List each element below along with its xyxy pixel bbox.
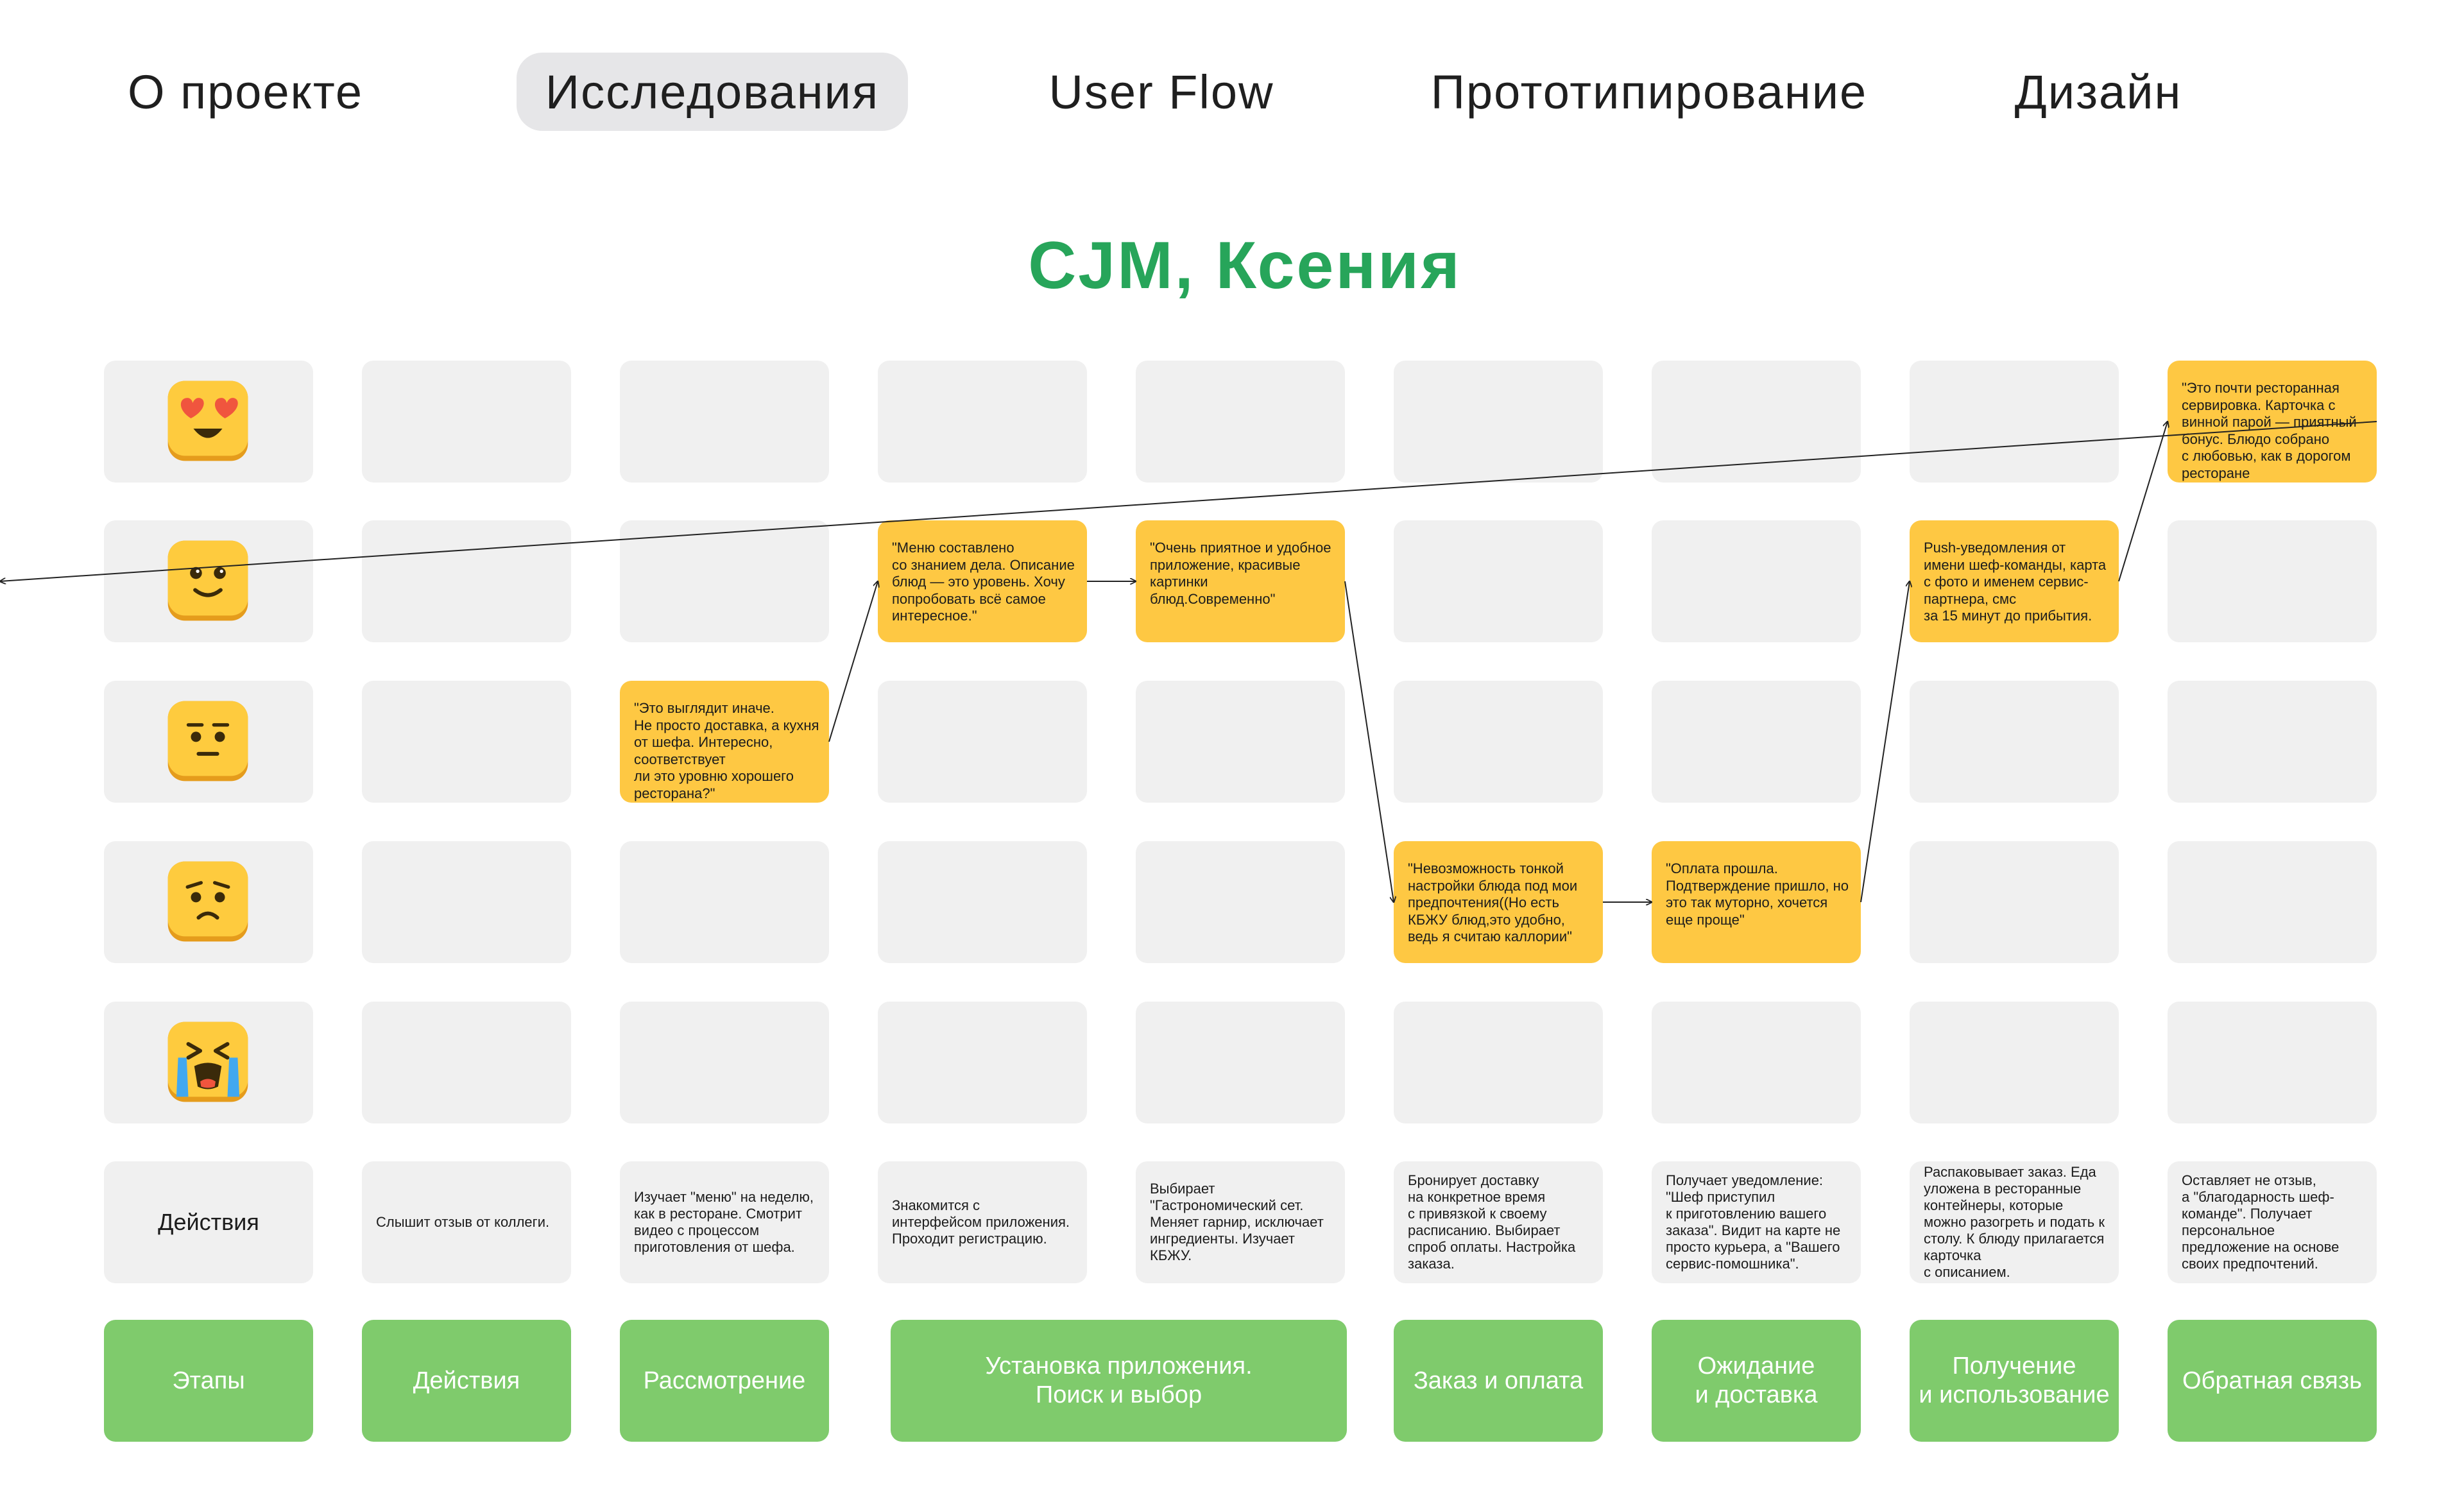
empty-cell [1910,361,2119,483]
mood-cell [104,1002,313,1123]
empty-cell [1910,841,2119,963]
action-card: Знакомится с интерфейсом приложения. Про… [878,1161,1087,1283]
stage-block: Этапы [104,1320,313,1442]
stage-block: Установка приложения. Поиск и выбор [891,1320,1347,1442]
empty-cell [878,841,1087,963]
empty-cell [2168,520,2377,642]
empty-cell [1652,1002,1861,1123]
stage-block: Получение и использование [1910,1320,2119,1442]
action-card: Слышит отзыв от коллеги. [362,1161,571,1283]
neutral-face-icon [167,701,248,781]
empty-cell [1136,681,1345,803]
crying-face-icon [167,1021,248,1102]
stage-block: Рассмотрение [620,1320,829,1442]
nav-tab-2[interactable]: Исследования [517,53,908,131]
empty-cell [1652,520,1861,642]
empty-cell [2168,841,2377,963]
stage-block: Обратная связь [2168,1320,2377,1442]
empty-cell [1136,1002,1345,1123]
action-card: Бронирует доставку на конкретное время с… [1394,1161,1603,1283]
empty-cell [1652,361,1861,483]
empty-cell [2168,1002,2377,1123]
empty-cell [620,361,829,483]
empty-cell [362,1002,571,1123]
nav-tab-4[interactable]: Прототипирование [1430,65,1868,119]
empty-cell [2168,681,2377,803]
page-title: CJM, Ксения [1028,228,1462,303]
empty-cell [620,1002,829,1123]
path-arrow [1344,581,1394,902]
quote-card: "Меню составлено со знанием дела. Описан… [878,520,1087,642]
action-card: Оставляет не отзыв, а "благодарность шеф… [2168,1161,2377,1283]
path-arrow [1860,581,1910,903]
quote-card: "Оплата прошла. Подтверждение пришло, но… [1652,841,1861,963]
empty-cell [362,841,571,963]
actions-header: Действия [104,1161,313,1283]
empty-cell [362,681,571,803]
action-card: Изучает "меню" на неделю, как в ресторан… [620,1161,829,1283]
path-arrow [828,581,878,742]
quote-card: "Это почти ресторанная сервировка. Карто… [2168,361,2377,483]
empty-cell [1394,681,1603,803]
empty-cell [878,1002,1087,1123]
nav-tab-1[interactable]: О проекте [127,65,364,119]
empty-cell [1394,520,1603,642]
empty-cell [620,841,829,963]
quote-card: "Очень приятное и удобное приложение, кр… [1136,520,1345,642]
empty-cell [1910,1002,2119,1123]
mood-cell [104,841,313,963]
empty-cell [1394,1002,1603,1123]
action-card: Распаковывает заказ. Еда уложена в ресто… [1910,1161,2119,1283]
empty-cell [1394,361,1603,483]
mood-cell [104,361,313,483]
stage-block: Заказ и оплата [1394,1320,1603,1442]
smiling-face-icon [167,540,248,621]
in-love-face-icon [167,380,248,461]
action-card: Получает уведомление: "Шеф приступил к п… [1652,1161,1861,1283]
quote-card: "Это выглядит иначе. Не просто доставка,… [620,681,829,803]
stage-block: Ожидание и доставка [1652,1320,1861,1442]
path-arrow [2118,422,2168,582]
empty-cell [1136,841,1345,963]
nav-tab-5[interactable]: Дизайн [2014,65,2182,119]
empty-cell [362,520,571,642]
quote-card: Push-уведомления от имени шеф-команды, к… [1910,520,2119,642]
empty-cell [878,361,1087,483]
quote-card: "Невозможность тонкой настройки блюда по… [1394,841,1603,963]
empty-cell [1652,681,1861,803]
top-navigation: О проекте Исследования User Flow Прототипир… [0,0,2464,186]
empty-cell [1136,361,1345,483]
empty-cell [362,361,571,483]
mood-cell [104,520,313,642]
mood-cell [104,681,313,803]
empty-cell [878,681,1087,803]
empty-cell [620,520,829,642]
empty-cell [1910,681,2119,803]
worried-face-icon [167,861,248,942]
action-card: Выбирает "Гастрономический сет. Меняет г… [1136,1161,1345,1283]
nav-tab-3[interactable]: User Flow [1048,65,1274,119]
stage-block: Действия [362,1320,571,1442]
